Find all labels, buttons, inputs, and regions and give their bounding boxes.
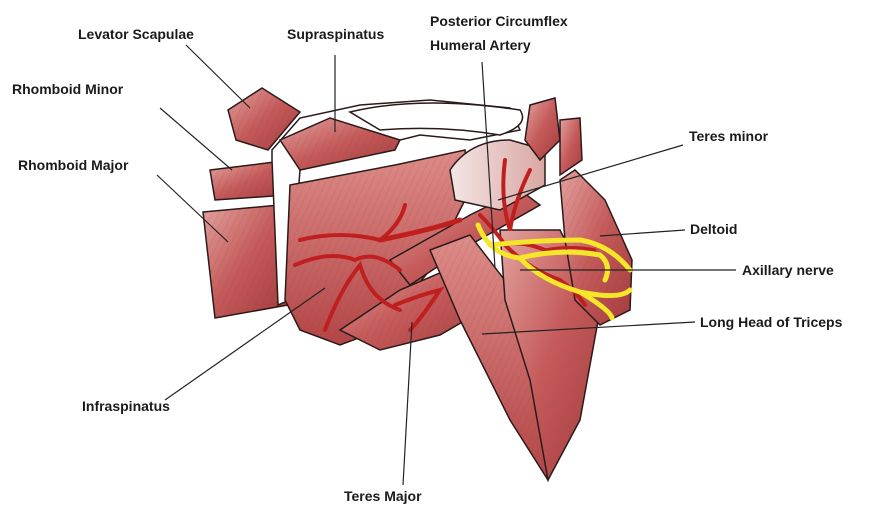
label-supraspinatus: Supraspinatus xyxy=(287,25,384,43)
label-levator-scapulae: Levator Scapulae xyxy=(78,25,194,43)
label-teres-major: Teres Major xyxy=(344,487,422,505)
label-rhomboid-major: Rhomboid Major xyxy=(18,156,128,174)
label-long-head-triceps: Long Head of Triceps xyxy=(700,313,842,331)
label-posterior-circumflex-line2: Humeral Artery xyxy=(430,36,531,54)
label-rhomboid-minor: Rhomboid Minor xyxy=(12,80,123,98)
leader-teres-major xyxy=(403,322,412,485)
leader-rhomboid-minor xyxy=(160,108,232,170)
label-posterior-circumflex-line1: Posterior Circumflex xyxy=(430,12,568,30)
label-deltoid: Deltoid xyxy=(690,220,737,238)
label-infraspinatus: Infraspinatus xyxy=(82,397,170,415)
leader-levator-scapulae xyxy=(186,45,250,108)
label-axillary-nerve: Axillary nerve xyxy=(742,261,834,279)
label-teres-minor: Teres minor xyxy=(689,127,768,145)
